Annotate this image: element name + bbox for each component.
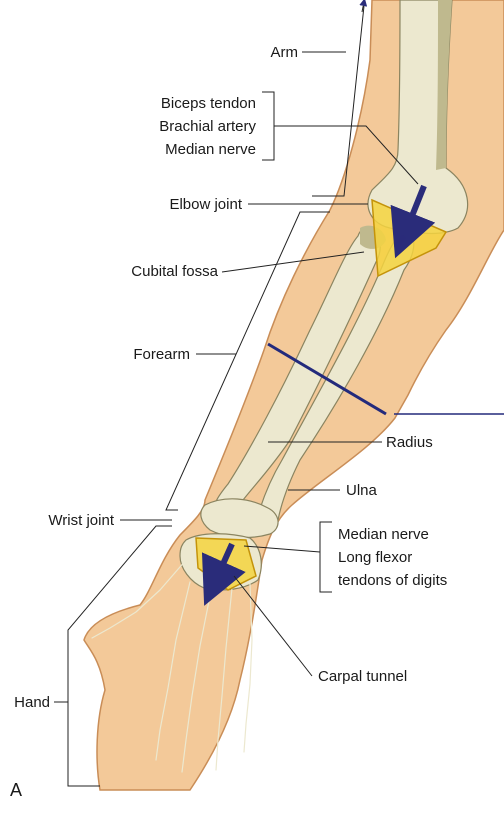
arm-bracket-arrow <box>359 0 368 13</box>
forearm-bracket-line <box>165 211 330 511</box>
label-radius: Radius <box>386 434 433 451</box>
elbow-structures-leader <box>274 125 419 185</box>
label-elbow-joint: Elbow joint <box>169 196 242 213</box>
label-arm: Arm <box>271 44 299 61</box>
elbow-passage-arrow-faded <box>393 234 407 250</box>
hand-bones <box>91 559 253 773</box>
label-cubital-fossa: Cubital fossa <box>131 263 218 280</box>
section-plane-line <box>267 342 387 416</box>
label-brachial-artery: Brachial artery <box>159 118 256 135</box>
distal-forearm-bones <box>200 498 279 539</box>
label-carpal-tunnel: Carpal tunnel <box>318 668 407 685</box>
hand-bracket-line <box>67 525 172 787</box>
label-long-flexor-1: Long flexor <box>338 549 412 566</box>
carpal-tunnel-leader <box>233 575 313 677</box>
label-long-flexor-2: tendons of digits <box>338 572 447 589</box>
elbow-structures-bracket <box>262 91 275 161</box>
humerus-shading <box>436 0 452 170</box>
label-hand: Hand <box>14 694 50 711</box>
label-forearm: Forearm <box>133 346 190 363</box>
panel-label: A <box>10 780 22 800</box>
label-ulna: Ulna <box>346 482 378 499</box>
label-median-nerve-elbow: Median nerve <box>165 141 256 158</box>
cubital-fossa-leader <box>221 251 365 273</box>
wrist-structures-leader <box>243 545 321 553</box>
wrist-structures-bracket <box>319 521 332 593</box>
arm-bracket-line <box>312 5 365 197</box>
label-wrist-joint: Wrist joint <box>48 512 114 529</box>
wrist-passage-arrow <box>201 542 246 606</box>
label-biceps-tendon: Biceps tendon <box>161 95 256 112</box>
elbow-passage-arrow <box>390 184 436 259</box>
label-median-nerve-wrist: Median nerve <box>338 526 429 543</box>
